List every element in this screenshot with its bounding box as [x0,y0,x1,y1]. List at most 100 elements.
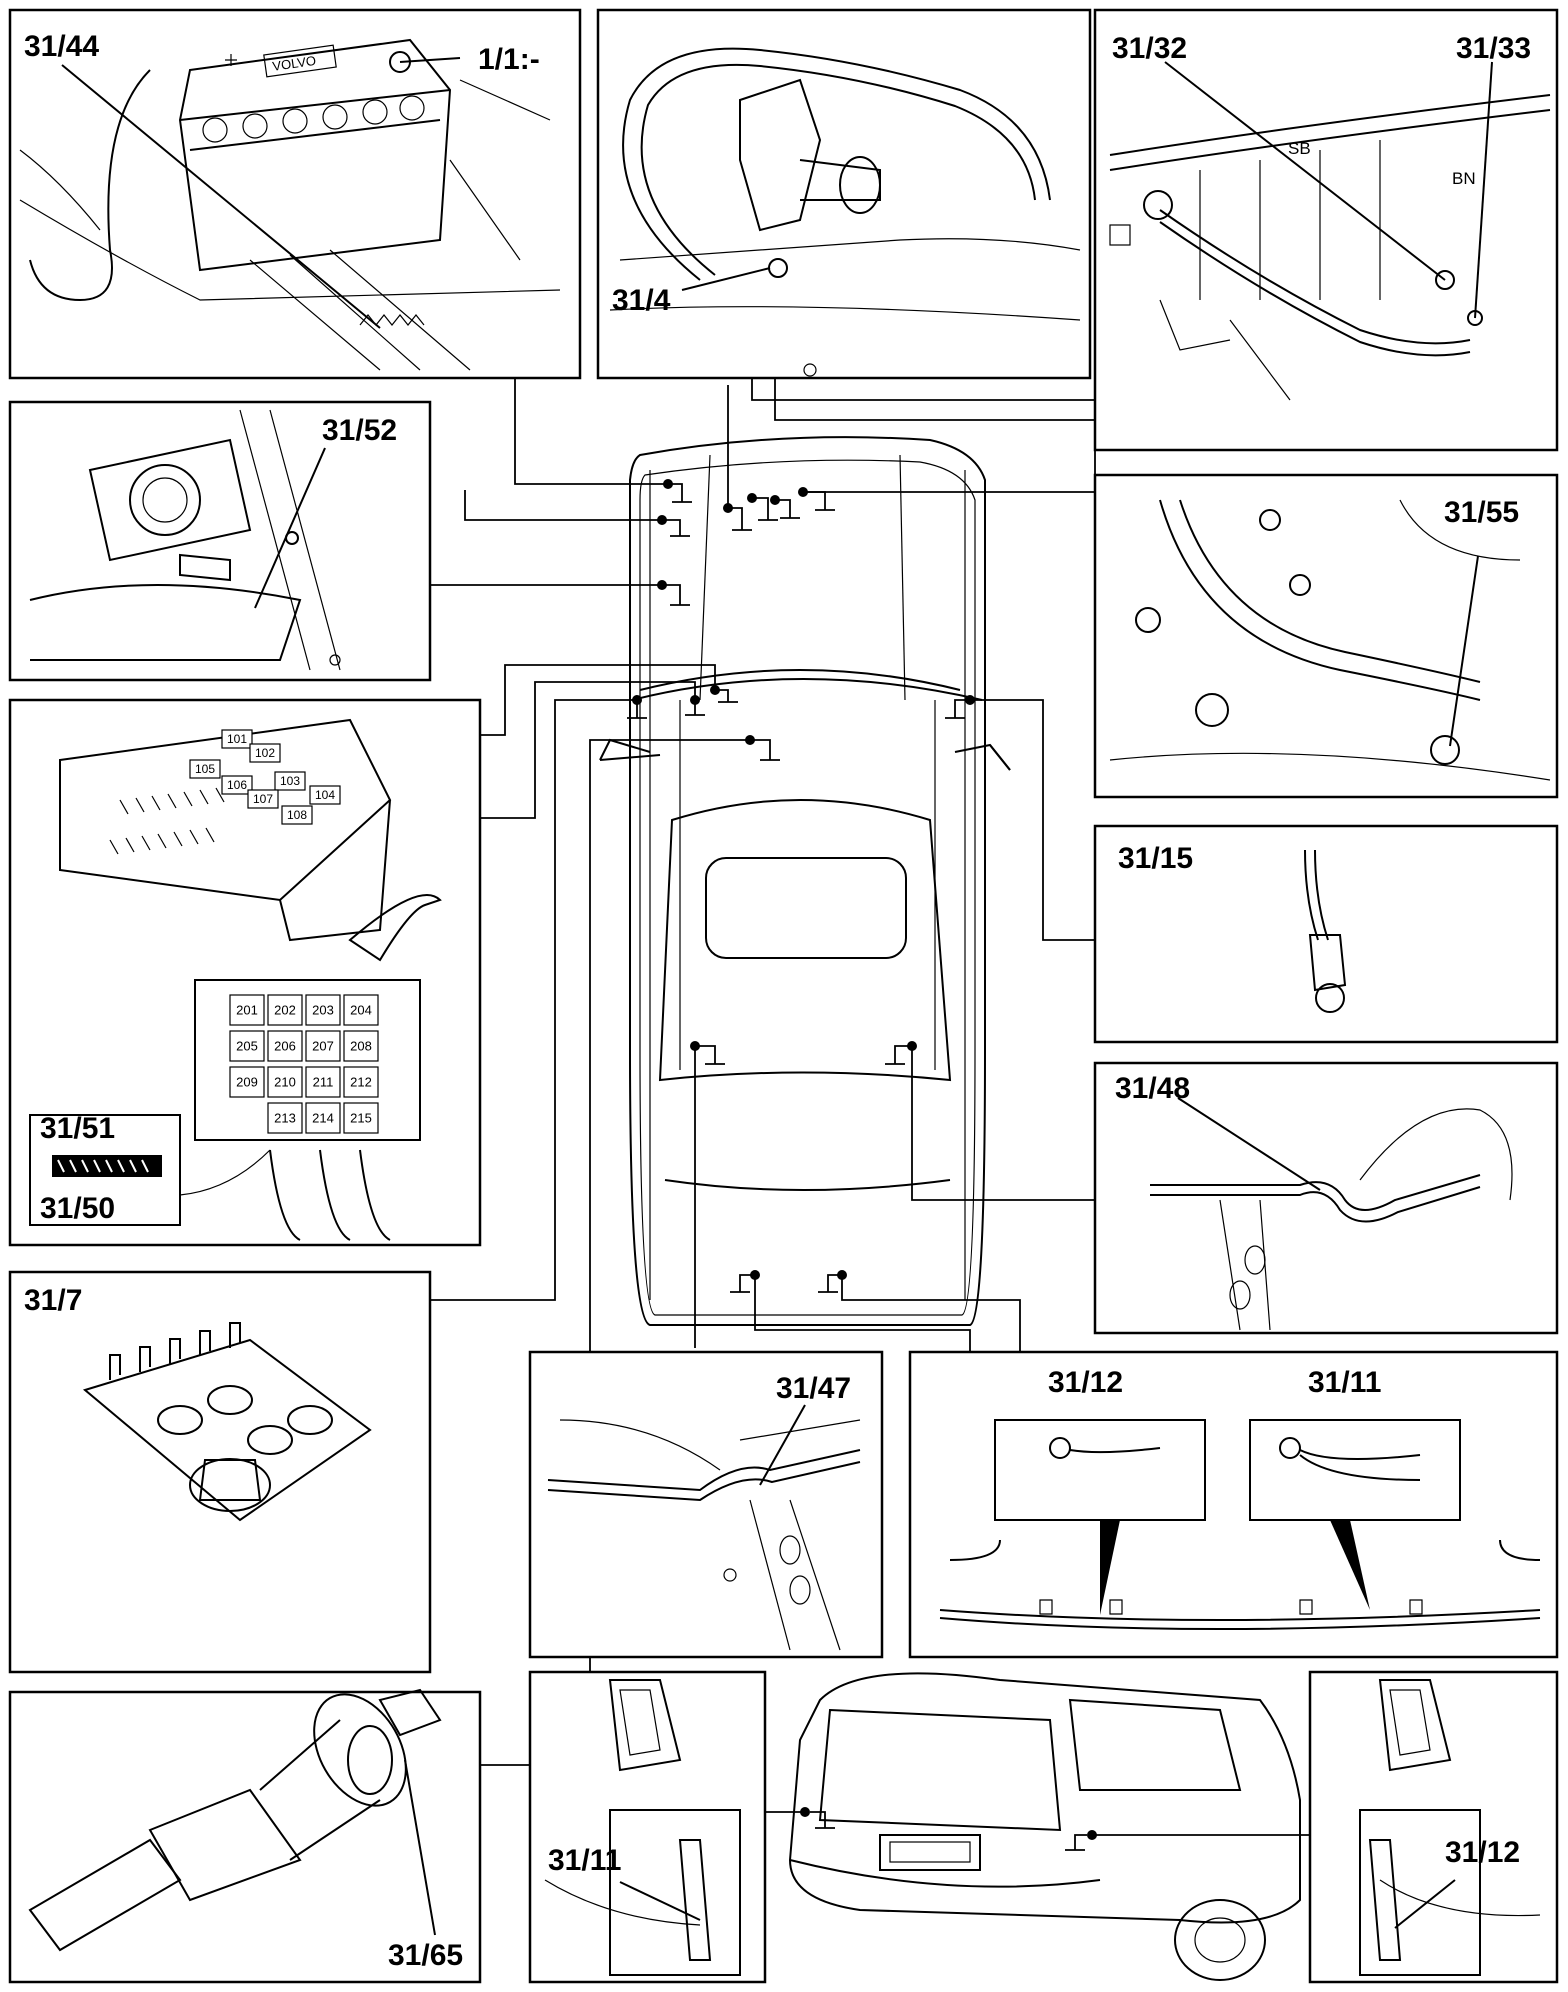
fuse-cell: 210 [267,1066,303,1098]
fuse-label: 103 [280,774,300,788]
ground-point [798,487,835,511]
ground-point [770,495,800,519]
wire-color-bn: BN [1452,169,1476,188]
label-31-15: 31/15 [1118,842,1193,875]
label-31-33: 31/33 [1456,32,1531,65]
fuse-cell: 208 [343,1030,379,1062]
label-1-1: 1/1:- [478,43,540,76]
ground-point [945,695,975,719]
fuse-cell: 101 [221,729,253,749]
fuse-cell: 211 [305,1066,341,1098]
label-31-12-rear: 31/12 [1048,1366,1123,1399]
fuse-label: 212 [350,1075,372,1090]
fuse-cell: 102 [249,743,281,763]
fuse-cell: 105 [189,759,221,779]
panel-31-32-33: 31/32 31/33 SB BN [1093,8,1559,452]
fuse-cell: 206 [267,1030,303,1062]
fuse-label: 108 [287,808,307,822]
fuse-label: 201 [236,1003,258,1018]
fuse-label: 104 [315,788,335,802]
fuse-cell: 213 [267,1102,303,1134]
panel-battery: VOLVO 31/44 1/1:- [8,8,582,380]
fuse-cell: 106 [221,775,253,795]
ground-point [730,1270,760,1293]
ground-point [710,685,738,703]
fuse-label: 107 [253,792,273,806]
car-top-view [599,436,1011,1326]
fuse-label: 205 [236,1039,258,1054]
ground-point [657,515,690,537]
fuse-label: 203 [312,1003,334,1018]
ground-point [657,580,690,606]
fuse-grid-upper: 101 102 105 103 106 107 104 108 [189,729,341,825]
fuse-label: 208 [350,1039,372,1054]
fuse-cell: 212 [343,1066,379,1098]
panel-31-15: 31/15 [1093,824,1559,1044]
car-ground-points [627,479,975,1293]
fuse-cell: 207 [305,1030,341,1062]
panel-31-55: 31/55 [1093,473,1559,799]
fuse-cell: 203 [305,994,341,1026]
ground-point [747,493,778,521]
ground-point [885,1041,917,1065]
fuse-cell: 214 [305,1102,341,1134]
label-31-65: 31/65 [388,1939,463,1972]
fuse-label: 214 [312,1111,334,1126]
panel-31-48: 31/48 [1093,1061,1559,1335]
panel-rear-grounds: 31/12 31/11 [908,1350,1559,1659]
fuse-label: 210 [274,1075,296,1090]
wire-color-sb: SB [1288,139,1311,158]
ground-point [745,735,780,761]
ground-point [818,1270,847,1293]
ground-point [690,1041,725,1065]
panel-31-12-right: 31/12 [1308,1670,1559,1984]
battery-brand: VOLVO [271,53,317,74]
fuse-label: 106 [227,778,247,792]
fuse-cell: 103 [274,771,306,791]
label-31-44: 31/44 [24,30,99,63]
fuse-cell: 202 [267,994,303,1026]
fuse-label: 213 [274,1111,296,1126]
label-31-7: 31/7 [24,1284,82,1317]
fuse-cell: 107 [247,789,279,809]
fuse-cell: 108 [281,805,313,825]
label-31-47: 31/47 [776,1372,851,1405]
label-31-52: 31/52 [322,414,397,447]
label-31-12-right: 31/12 [1445,1836,1520,1869]
ground-point [685,695,705,716]
panel-31-11-left: 31/11 [528,1670,767,1984]
fuse-cell: 204 [343,994,379,1026]
fuse-cell: 215 [343,1102,379,1134]
fuse-cell: 201 [229,994,265,1026]
panel-31-7: 31/7 [8,1270,432,1674]
fuse-label: 207 [312,1039,334,1054]
ground-point [663,479,692,503]
label-31-32: 31/32 [1112,32,1187,65]
fuse-label: 101 [227,732,247,746]
fuse-label: 102 [255,746,275,760]
label-31-50: 31/50 [40,1192,115,1225]
fuse-grid-lower: 201 202 203 204 205 206 207 208 209 210 211 212 213 2… [229,994,379,1134]
fuse-label: 211 [313,1075,334,1090]
panel-31-65: 31/65 [8,1688,482,1984]
fuse-label: 202 [274,1003,296,1018]
fuse-cell: 209 [229,1066,265,1098]
label-31-55: 31/55 [1444,496,1519,529]
label-31-4: 31/4 [612,284,671,317]
panel-31-52: 31/52 [8,400,432,682]
fuse-cell: 205 [229,1030,265,1062]
fuse-cell: 104 [309,785,341,805]
fuse-label: 105 [195,762,215,776]
label-31-48: 31/48 [1115,1072,1190,1105]
fuse-label: 204 [350,1003,372,1018]
fuse-label: 206 [274,1039,296,1054]
label-31-11-rear: 31/11 [1308,1366,1381,1399]
label-31-51: 31/51 [40,1112,115,1145]
fuse-label: 215 [350,1111,372,1126]
panel-31-47: 31/47 [528,1350,884,1659]
label-31-11-left: 31/11 [548,1844,621,1877]
ground-point [723,503,752,531]
fuse-label: 209 [236,1075,258,1090]
car-rear-view [788,1672,1301,1981]
